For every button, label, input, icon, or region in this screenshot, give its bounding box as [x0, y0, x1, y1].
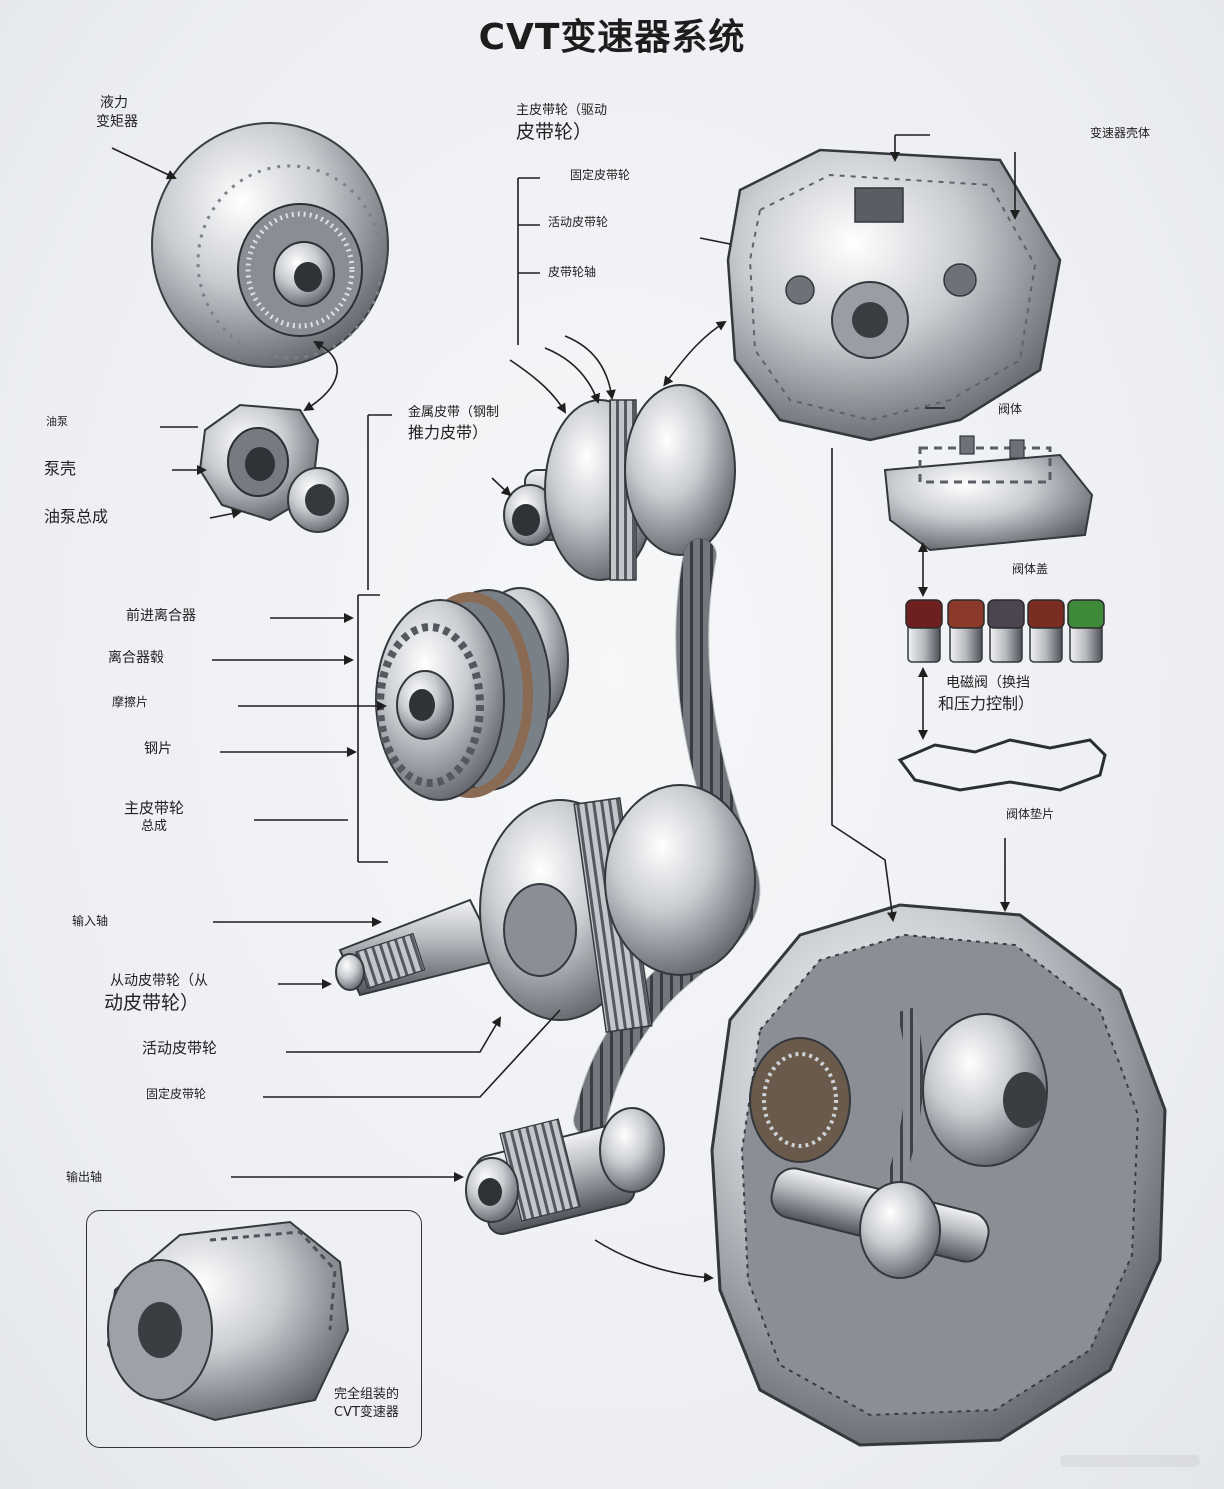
torque-converter-part — [151, 122, 389, 368]
label-valve-gasket: 阀体垫片 — [1006, 807, 1055, 821]
label-steel-plate: 钢片 — [144, 741, 172, 757]
label-friction-plate: 摩擦片 — [112, 695, 149, 709]
label-line: CVT变速器 — [334, 1404, 399, 1420]
label-pump-housing: 泵壳 — [44, 459, 77, 478]
label-pump-assembly: 油泵总成 — [44, 507, 109, 526]
label-fixed-sheave-top: 固定皮带轮 — [570, 168, 631, 182]
label-valve-body: 阀体 — [998, 402, 1023, 416]
primary-pulley-part — [503, 384, 736, 581]
label-line: 从动皮带轮（从 — [110, 973, 208, 989]
label-oil-pump: 油泵 — [46, 415, 68, 428]
solenoid-row — [905, 599, 1105, 663]
label-line: 液力 — [100, 95, 128, 111]
solenoid-2 — [947, 599, 985, 663]
page-title: CVT变速器系统 — [478, 17, 746, 58]
label-movable-sheave-top: 活动皮带轮 — [548, 215, 609, 229]
label-line: 主皮带轮 — [124, 799, 185, 817]
secondary-pulley-part — [335, 784, 756, 1033]
oil-pump-part — [198, 403, 349, 533]
label-line: 金属皮带（钢制 — [408, 405, 500, 420]
label-output-shaft: 输出轴 — [66, 1170, 103, 1184]
label-complete-cvt: 完全组装的 CVT变速器 — [334, 1386, 399, 1421]
label-torque-converter: 液力 变矩器 — [96, 94, 138, 132]
label-line: 皮带轮） — [516, 120, 593, 143]
solenoid-3 — [987, 599, 1025, 663]
valve-body-part — [883, 435, 1094, 552]
label-secondary-pulley: 从动皮带轮（从 动皮带轮） — [104, 972, 208, 1017]
label-primary-assembly: 主皮带轮 总成 — [124, 798, 184, 836]
label-line: 推力皮带） — [408, 422, 489, 442]
label-fixed-sheave-bottom: 固定皮带轮 — [146, 1087, 207, 1101]
output-shaft-part — [465, 1107, 665, 1235]
label-metal-belt: 金属皮带（钢制 推力皮带） — [408, 404, 499, 443]
transmission-housing-part — [726, 148, 1062, 442]
bottom-corner-mark — [1060, 1455, 1200, 1467]
cutaway-assembly-part — [710, 903, 1167, 1447]
label-solenoid: 电磁阀（换挡 和压力控制） — [938, 674, 1034, 714]
label-input-shaft: 输入轴 — [72, 914, 109, 928]
label-line: 完全组装的 — [334, 1387, 400, 1402]
label-line: 总成 — [141, 819, 168, 835]
label-line: 变矩器 — [96, 113, 138, 130]
forward-clutch-part — [375, 587, 569, 801]
label-forward-clutch: 前进离合器 — [126, 608, 196, 624]
complete-cvt-part — [106, 1220, 350, 1422]
label-line: 动皮带轮） — [104, 991, 200, 1014]
label-line: 主皮带轮（驱动 — [516, 103, 608, 118]
label-valve-cover: 阀体盖 — [1012, 562, 1049, 576]
label-movable-sheave-bottom: 活动皮带轮 — [142, 1039, 218, 1057]
label-line: 和压力控制） — [938, 693, 1035, 713]
solenoid-5 — [1067, 599, 1105, 663]
solenoid-4 — [1027, 599, 1065, 663]
label-housing: 变速器壳体 — [1090, 126, 1151, 140]
solenoid-1 — [905, 599, 943, 663]
label-clutch-hub: 离合器毂 — [108, 650, 164, 666]
complete-cvt-frame — [86, 1210, 422, 1448]
label-pulley-shaft: 皮带轮轴 — [548, 265, 597, 279]
valve-gasket-part — [897, 738, 1107, 792]
leader-lines — [111, 134, 1020, 1283]
label-primary-pulley: 主皮带轮（驱动 皮带轮） — [516, 102, 607, 145]
label-line: 电磁阀（换挡 — [946, 675, 1030, 691]
